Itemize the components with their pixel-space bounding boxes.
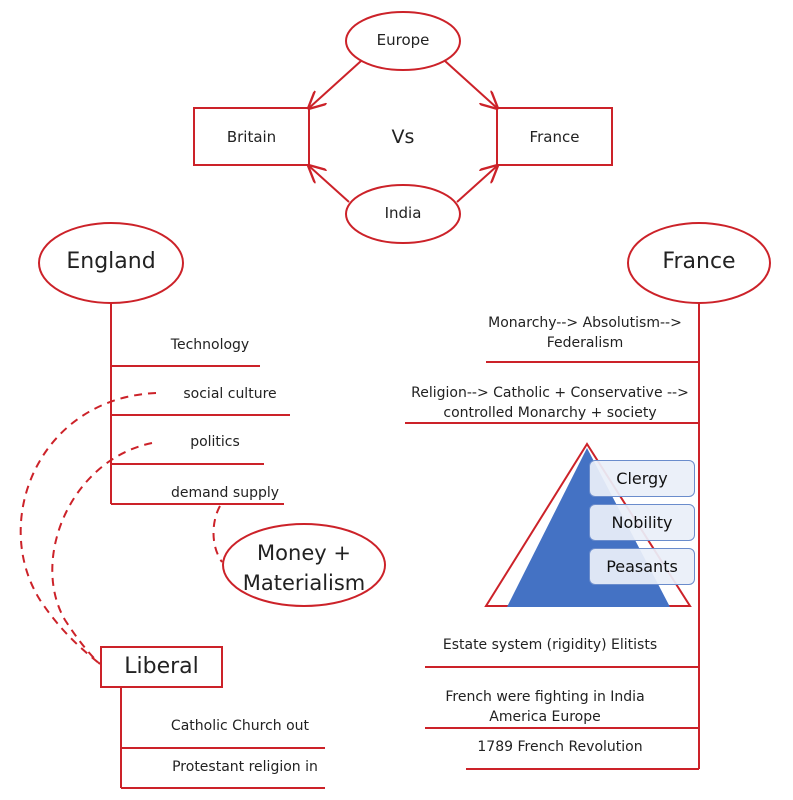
france-node	[496, 107, 613, 166]
england-item-technology: Technology	[170, 337, 250, 353]
arrow-india-britain	[309, 166, 350, 203]
liberal-item-catholic: Catholic Church out	[170, 718, 310, 734]
france-item-religion: Religion--> Catholic + Conservative --> …	[405, 383, 695, 423]
money-materialism-line2: Materialism	[242, 571, 366, 595]
liberal-title: Liberal	[124, 654, 199, 679]
india-node	[345, 184, 461, 244]
arrow-india-france	[456, 166, 497, 203]
france-item-fighting-line1: French were fighting in India	[445, 689, 645, 705]
france-item-fighting-line2: America Europe	[489, 709, 601, 725]
france-title: France	[662, 249, 736, 274]
vs-label: Vs	[391, 126, 415, 148]
britain-node	[193, 107, 310, 166]
england-item-social-culture: social culture	[183, 386, 277, 402]
europe-label: Europe	[376, 31, 430, 49]
france-top-label: France	[529, 128, 580, 146]
england-title: England	[66, 249, 156, 274]
france-item-monarchy-line2: Federalism	[546, 335, 624, 351]
liberal-item-protestant: Protestant religion in	[172, 759, 318, 775]
france-item-monarchy-line1: Monarchy--> Absolutism-->	[488, 315, 682, 331]
money-materialism-node	[222, 523, 386, 607]
france-item-monarchy: Monarchy--> Absolutism--> Federalism	[480, 313, 690, 353]
france-item-revolution: 1789 French Revolution	[477, 739, 643, 755]
europe-node	[345, 11, 461, 71]
pyramid-tier-nobility: Nobility	[589, 504, 695, 541]
india-label: India	[384, 204, 422, 222]
england-item-demand-supply: demand supply	[170, 485, 280, 501]
pyramid-tier-peasants: Peasants	[589, 548, 695, 585]
pyramid-tier-clergy: Clergy	[589, 460, 695, 497]
dashed-politics-to-liberal	[51, 442, 153, 665]
france-item-religion-line1: Religion--> Catholic + Conservative -->	[411, 385, 689, 401]
liberal-node	[100, 646, 223, 688]
dashed-demand-supply-to-money	[212, 505, 223, 563]
england-item-politics: politics	[190, 434, 240, 450]
money-materialism-label: Money + Materialism	[223, 538, 385, 598]
money-materialism-line1: Money +	[257, 541, 351, 565]
britain-label: Britain	[226, 128, 277, 146]
france-item-estate: Estate system (rigidity) Elitists	[442, 637, 658, 653]
dashed-social-culture-to-liberal	[19, 392, 157, 665]
arrow-europe-france	[444, 60, 497, 108]
arrow-europe-britain	[309, 60, 362, 108]
france-item-fighting: French were fighting in India America Eu…	[440, 687, 650, 727]
france-item-religion-line2: controlled Monarchy + society	[443, 405, 657, 421]
